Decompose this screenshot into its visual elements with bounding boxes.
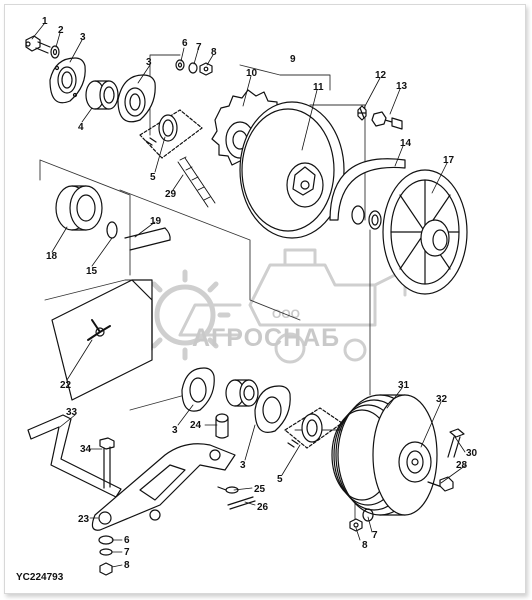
- bracket-lines: [39, 54, 371, 531]
- figure-code: YC224793: [16, 572, 64, 583]
- callout-1: 1: [42, 16, 48, 27]
- callout-4: 4: [78, 122, 84, 133]
- callout-29: 29: [165, 189, 177, 200]
- callout-3: 3: [172, 425, 178, 436]
- snap-rings-right: [351, 205, 382, 230]
- part-13-bolt: [371, 111, 403, 130]
- part-17-spoked-pulley: [382, 169, 468, 295]
- callout-22: 22: [60, 380, 72, 391]
- callout-26: 26: [257, 502, 269, 513]
- callout-19: 19: [150, 216, 162, 227]
- part-bearing-lower: [225, 379, 259, 407]
- part-29-chain: [177, 156, 216, 208]
- callout-33: 33: [66, 407, 78, 418]
- part-12-washer: [357, 105, 367, 121]
- watermark-company-name: АГРОСНАБ: [192, 324, 340, 352]
- part-6-washer-bottom: [98, 535, 114, 545]
- callout-labels: 1 2 3 4 3 5 6 7 8 9 10 11 12 13 14 17 29…: [42, 16, 478, 571]
- part-4-bearing: [85, 80, 119, 110]
- leader-lines: [31, 23, 467, 568]
- callout-3: 3: [240, 460, 246, 471]
- part-34-bolt: [99, 437, 115, 489]
- part-19-shaft: [124, 227, 171, 251]
- callout-3: 3: [80, 32, 86, 43]
- part-14-belt-guide: [329, 158, 406, 221]
- part-1-bolt: [25, 35, 51, 54]
- callout-8: 8: [362, 540, 368, 551]
- part-24-pin: [215, 413, 229, 439]
- callout-31: 31: [398, 380, 410, 391]
- part-23-tensioner-arm: [91, 443, 236, 531]
- part-7-lockwasher-top: [188, 62, 198, 74]
- part-5-collar-lower: [284, 407, 343, 449]
- callout-14: 14: [400, 138, 412, 149]
- part-32-hub: [398, 441, 432, 483]
- part-22-mounting-plate: [51, 279, 153, 401]
- callout-11: 11: [313, 82, 324, 93]
- callout-6: 6: [182, 38, 188, 49]
- callout-10: 10: [246, 68, 258, 79]
- part-11-pulley-disc: [239, 101, 345, 239]
- part-3-flange-lower-right: [254, 385, 291, 433]
- callout-15: 15: [86, 266, 98, 277]
- callout-6: 6: [124, 535, 130, 546]
- part-33-lever-arm: [27, 414, 122, 498]
- part-26-cotter-pin: [227, 496, 256, 510]
- callout-17: 17: [443, 155, 455, 166]
- callout-2: 2: [58, 25, 64, 36]
- part-28-bolt: [427, 476, 454, 492]
- harvester-logo-icon: [178, 248, 407, 364]
- callout-5: 5: [150, 172, 156, 183]
- part-6-washer-top: [175, 59, 185, 71]
- callout-3: 3: [146, 57, 152, 68]
- callout-18: 18: [46, 251, 58, 262]
- callout-7: 7: [196, 42, 202, 53]
- callout-23: 23: [78, 514, 90, 525]
- callout-30: 30: [466, 448, 478, 459]
- part-25-washer-pin: [217, 486, 239, 494]
- part-2-washer: [50, 45, 60, 59]
- callout-13: 13: [396, 81, 408, 92]
- callout-34: 34: [80, 444, 92, 455]
- agrosnab-watermark: ООО АГРОСНАБ: [139, 248, 407, 364]
- callout-32: 32: [436, 394, 448, 405]
- callout-8: 8: [211, 47, 217, 58]
- part-7-lockwasher-bottom: [99, 548, 113, 556]
- part-8-nut-top: [199, 62, 213, 76]
- callout-7: 7: [372, 530, 378, 541]
- callout-9: 9: [290, 54, 296, 65]
- part-3-flange-lower-left: [181, 367, 215, 412]
- part-18-bearing: [55, 185, 103, 231]
- callout-5: 5: [277, 474, 283, 485]
- part-7-lockwasher-lower-right: [362, 508, 374, 522]
- part-8-nut-bottom: [99, 562, 113, 576]
- part-8-nut-lower-right: [349, 518, 363, 532]
- callout-24: 24: [190, 420, 202, 431]
- part-snap-ring-left: [106, 221, 118, 239]
- part-3-flange-second: [117, 74, 156, 123]
- callout-7: 7: [124, 547, 130, 558]
- part-30-bolt: [447, 428, 465, 458]
- callout-25: 25: [254, 484, 266, 495]
- part-5-locking-collar: [139, 109, 203, 159]
- part-3-flange-left: [49, 57, 86, 104]
- callout-8: 8: [124, 560, 130, 571]
- callout-28: 28: [456, 460, 468, 471]
- callout-12: 12: [375, 70, 387, 81]
